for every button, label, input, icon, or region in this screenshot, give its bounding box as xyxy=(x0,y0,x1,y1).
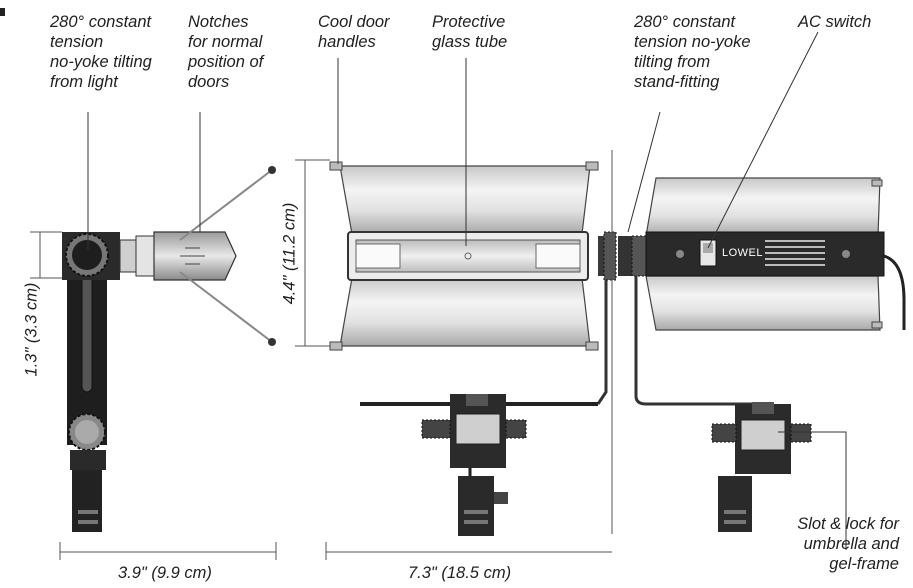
callout-ac-switch: AC switch xyxy=(798,13,872,31)
callout-tilt-light: 280° constant tension no-yoke tilting fr… xyxy=(50,13,152,91)
side-view-light xyxy=(62,166,276,532)
callout-notches: Notches for normal position of doors xyxy=(188,13,264,91)
front-view-light xyxy=(329,161,632,536)
corner-mark xyxy=(0,8,5,16)
dim-side-height: 1.3" (3.3 cm) xyxy=(22,282,41,377)
dim-door-height: 4.4" (11.2 cm) xyxy=(280,202,299,305)
callout-slot-lock: Slot & lock for umbrella and gel-frame xyxy=(797,515,899,573)
callout-tilt-stand: 280° constant tension no-yoke tilting fr… xyxy=(634,13,751,91)
leader-lines xyxy=(87,31,847,550)
callout-glass-tube: Protective glass tube xyxy=(432,13,508,51)
dim-front-width: 7.3" (18.5 cm) xyxy=(408,564,512,582)
callout-door-handles: Cool door handles xyxy=(318,13,390,51)
dim-side-width: 3.9" (9.9 cm) xyxy=(118,564,212,582)
brand-logo: LOWEL xyxy=(722,247,764,259)
dimension-lines xyxy=(30,150,613,560)
rear-view-light xyxy=(631,177,906,532)
